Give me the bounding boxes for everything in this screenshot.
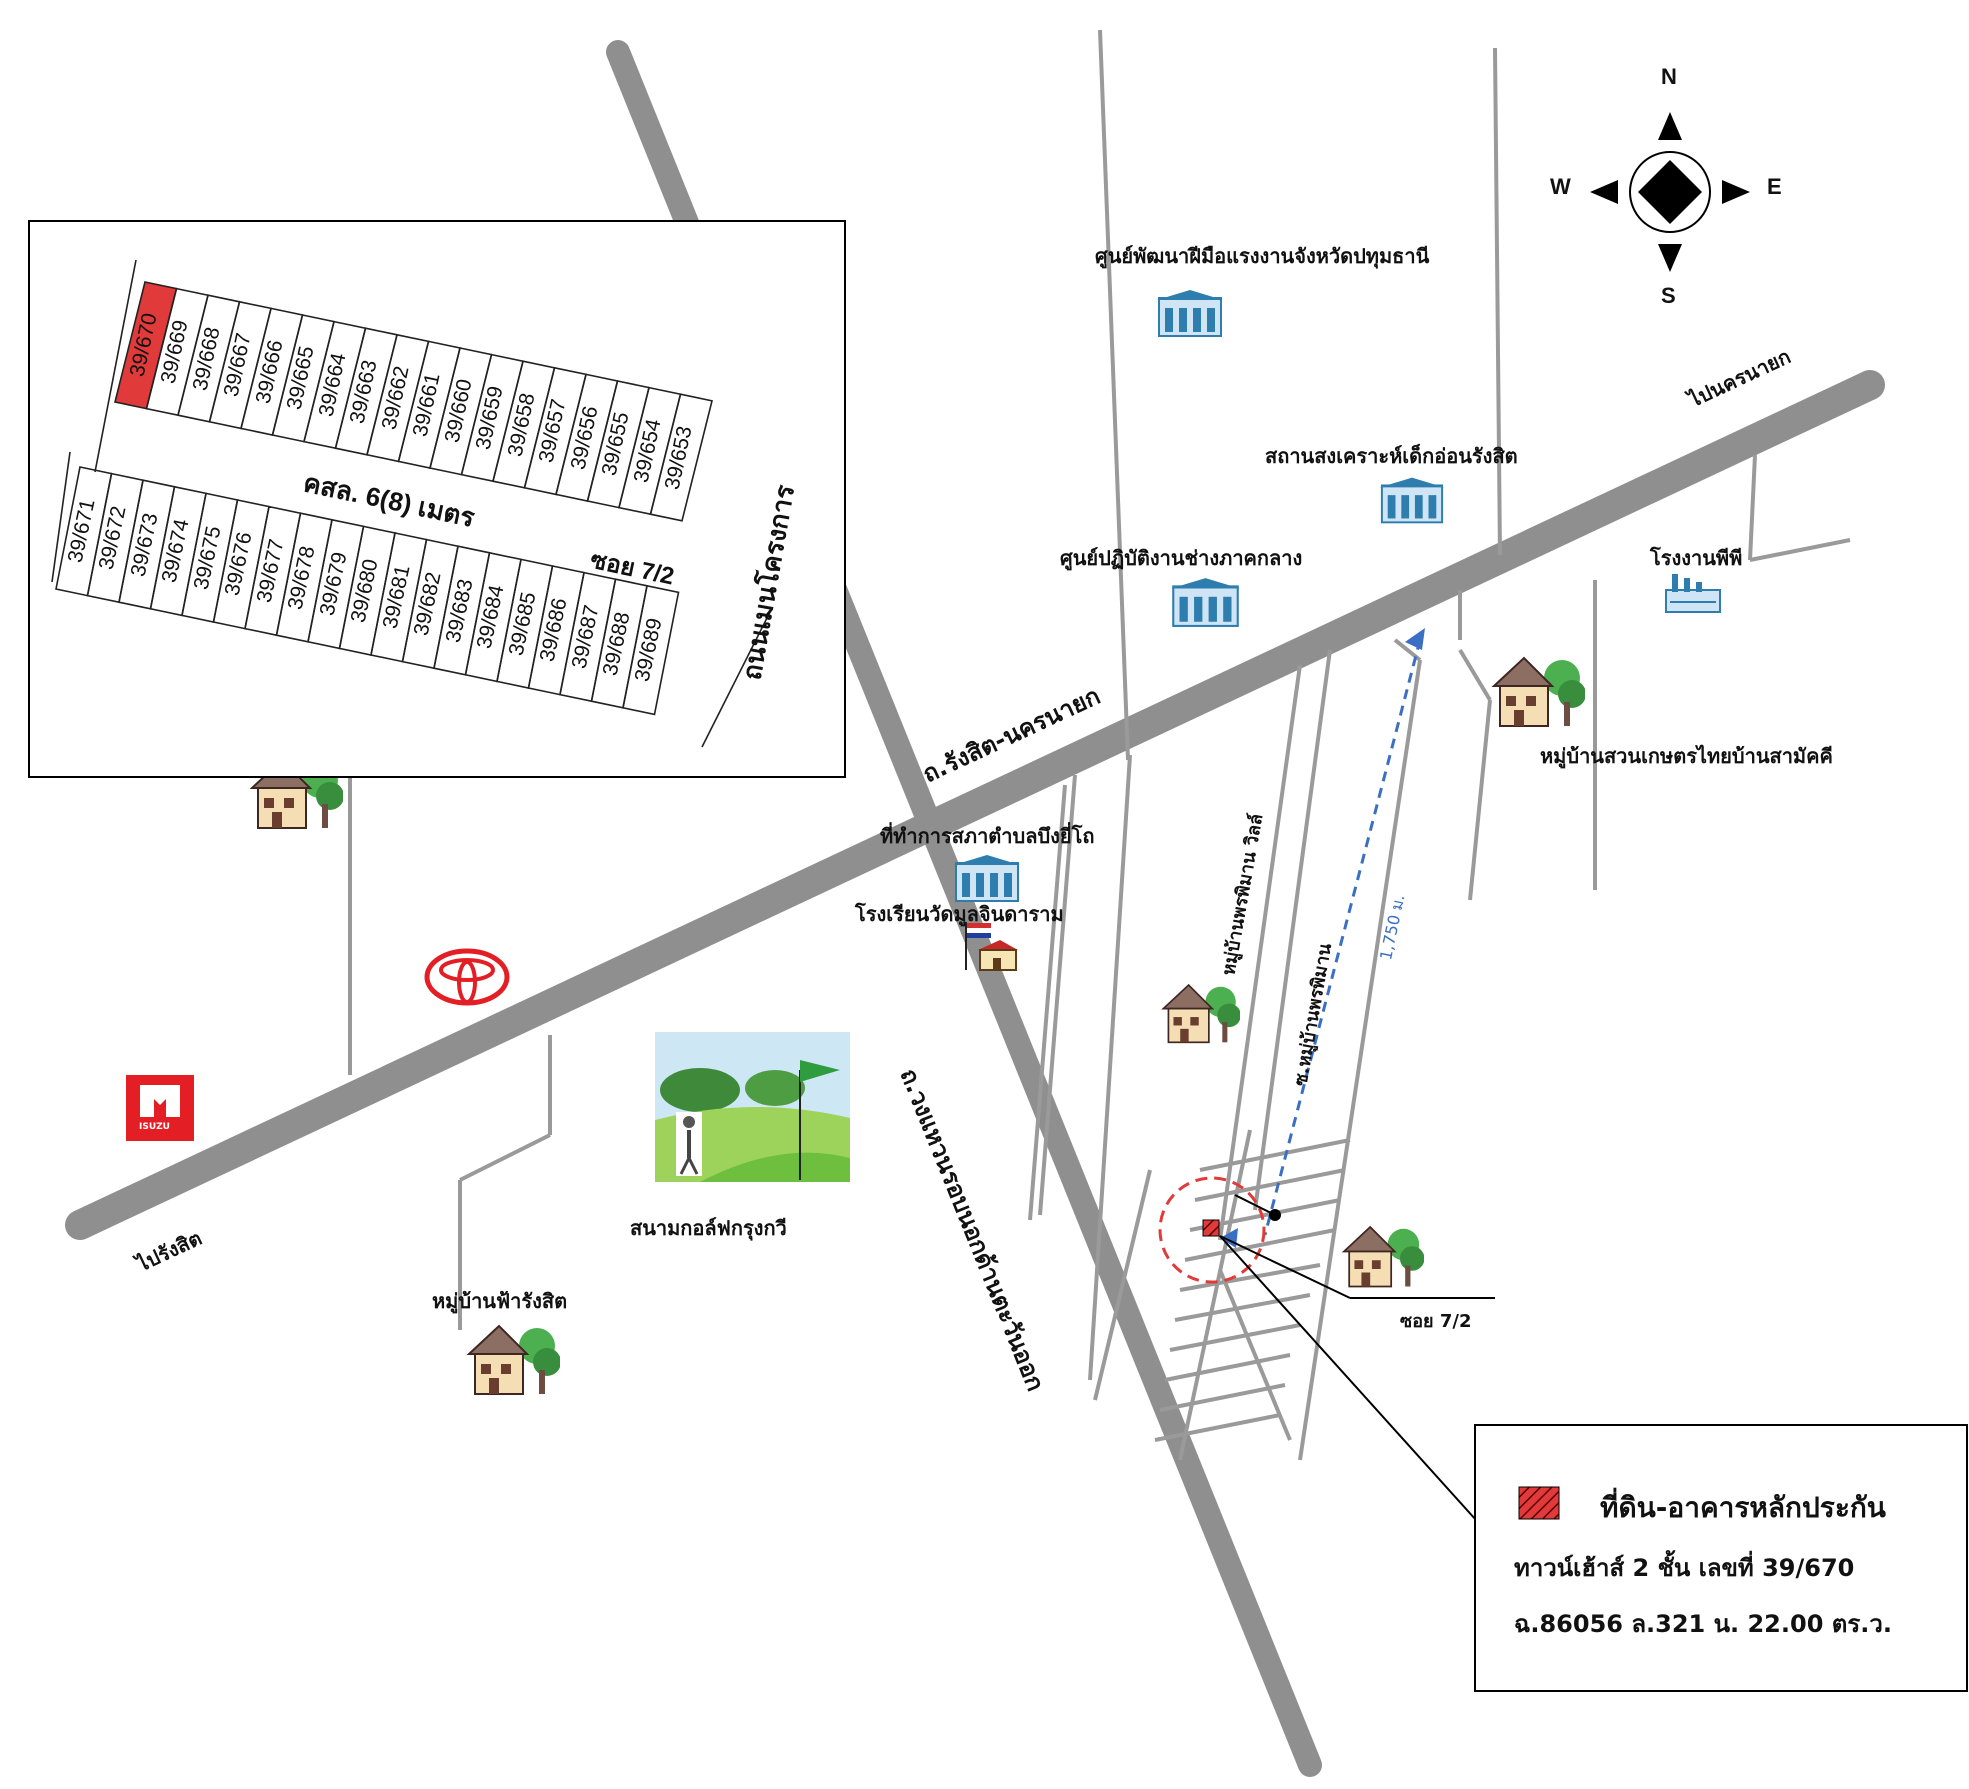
legend-box: ที่ดิน-อาคารหลักประกัน ทาวน์เฮ้าส์ 2 ชั้… <box>1474 1424 1968 1692</box>
inset-plot-drawing <box>51 259 771 748</box>
compass-west: W <box>1550 174 1571 199</box>
label-tao-office: ที่ทำการสภาตำบลบึงยี่โถ <box>880 824 1095 848</box>
label-school: โรงเรียนวัดมูลจินดาราม <box>855 902 1064 926</box>
legend-hatch-icon <box>1518 1486 1560 1520</box>
house-icon-fa-rangsit <box>466 1324 560 1395</box>
compass-south: S <box>1661 283 1676 308</box>
route-arrow-start <box>1405 628 1425 650</box>
label-golf-course: สนามกอล์ฟกรุงกวี <box>630 1216 787 1240</box>
building-icon-tao-office <box>954 855 1020 902</box>
building-icon-technician-center <box>1171 578 1240 627</box>
route-line <box>1263 639 1422 1236</box>
inset-lot-cell <box>622 584 680 716</box>
estate-streets <box>1154 1138 1351 1442</box>
house-icon-phornphiman <box>1161 983 1240 1044</box>
label-welfare-home: สถานสงเคราะห์เด็กอ่อนรังสิต <box>1265 444 1518 468</box>
legend-title: ที่ดิน-อาคารหลักประกัน <box>1600 1491 1886 1524</box>
location-marker <box>1202 1219 1220 1237</box>
label-technician-center: ศูนย์ปฏิบัติงานช่างภาคกลาง <box>1060 546 1303 570</box>
factory-icon <box>1665 574 1721 613</box>
soi-7-2-pointer <box>1219 1235 1351 1299</box>
legend-pointer <box>1219 1235 1477 1521</box>
isuzu-logo <box>126 1075 194 1141</box>
inset-lot-cell <box>649 393 713 522</box>
label-labour-center: ศูนย์พัฒนาฝีมือแรงงานจังหวัดปทุมธานี <box>1095 244 1430 268</box>
building-icon-labour-center <box>1157 290 1223 337</box>
house-icon-soi-7-2 <box>1341 1225 1424 1288</box>
compass-icon <box>1590 112 1750 272</box>
label-pp-factory: โรงงานพีพี <box>1650 546 1743 570</box>
main-road-rangsit-nakhonnayok <box>65 370 1885 1240</box>
compass-north: N <box>1661 64 1677 89</box>
house-icon-suan-kaset <box>1491 656 1585 727</box>
compass-east: E <box>1767 174 1782 199</box>
soi-pointer <box>1234 1194 1276 1216</box>
legend-line-2: ฉ.86056 ล.321 น. 22.00 ตร.ว. <box>1514 1610 1892 1638</box>
location-circle <box>1158 1176 1266 1284</box>
golf-course-image <box>655 1032 850 1182</box>
isuzu-text: ISUZU <box>139 1122 170 1132</box>
legend-line-1: ทาวน์เฮ้าส์ 2 ชั้น เลขที่ 39/670 <box>1514 1554 1855 1582</box>
school-icon <box>965 922 1018 971</box>
toyota-logo <box>424 948 510 1006</box>
label-suan-kaset-village: หมู่บ้านสวนเกษตรไทยบ้านสามัคคี <box>1540 744 1833 768</box>
label-soi-7-2-map: ซอย 7/2 <box>1400 1311 1472 1332</box>
building-icon-welfare-home <box>1379 477 1445 524</box>
label-fa-rangsit-village: หมู่บ้านฟ้ารังสิต <box>432 1289 568 1313</box>
